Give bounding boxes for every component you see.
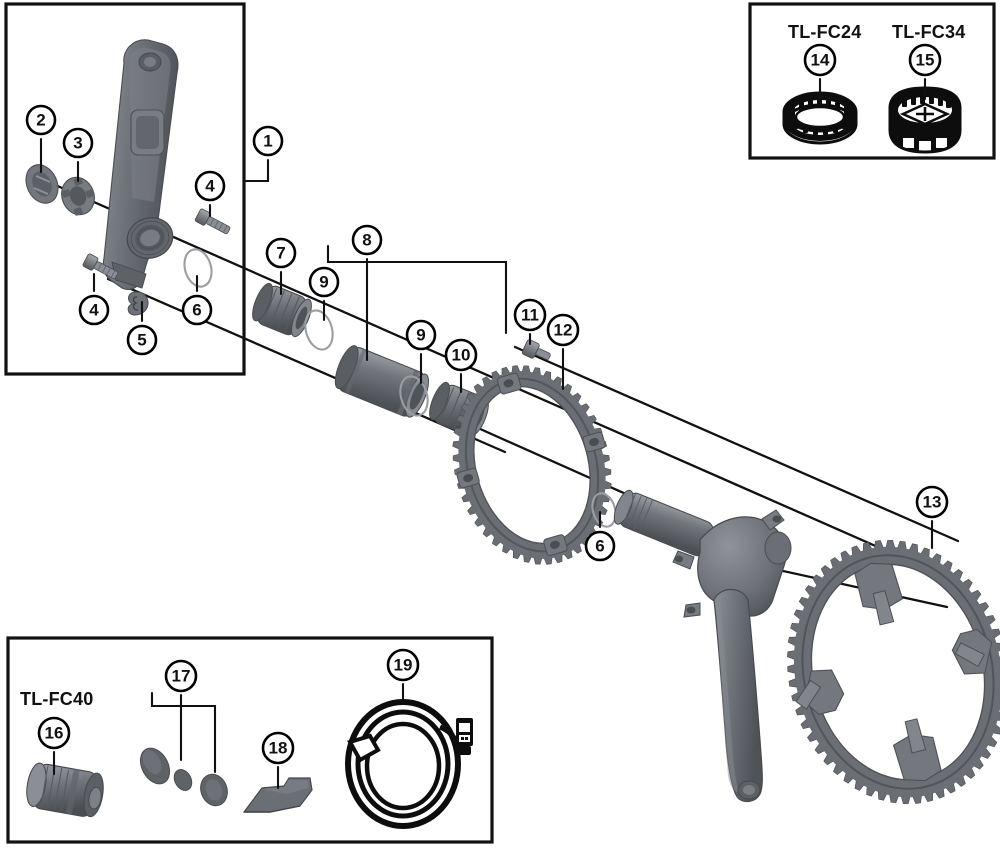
spline-washer xyxy=(61,176,95,216)
callout-4-upper[interactable]: 4 xyxy=(194,170,226,202)
callout-4-lower[interactable]: 4 xyxy=(78,294,110,326)
callout-1-label: 1 xyxy=(263,132,272,151)
rubber-caps xyxy=(139,747,228,807)
callout-9-right[interactable]: 9 xyxy=(405,319,437,351)
o-ring-bb-left xyxy=(304,309,334,351)
callout-18-label: 18 xyxy=(269,739,288,758)
tool-label-tl-fc40: TL-FC40 xyxy=(20,689,93,709)
callout-7-label: 7 xyxy=(276,244,285,263)
callout-4-upper-label: 4 xyxy=(205,177,215,196)
leader-lines xyxy=(39,77,934,790)
callout-6-right-label: 6 xyxy=(595,537,604,556)
cable-clip-icon xyxy=(347,733,381,763)
callout-9-left[interactable]: 9 xyxy=(308,266,340,298)
callout-13-label: 13 xyxy=(923,493,942,512)
callout-17-label: 17 xyxy=(172,667,191,686)
large-chainring xyxy=(786,539,1000,805)
callout-6-right[interactable]: 6 xyxy=(584,530,616,562)
retaining-clip xyxy=(127,291,149,316)
callout-11-label: 11 xyxy=(521,306,539,325)
tool-label-tl-fc24: TL-FC24 xyxy=(788,22,861,42)
callout-10-label: 10 xyxy=(452,346,471,365)
callout-2[interactable]: 2 xyxy=(25,104,57,136)
small-chainring xyxy=(452,365,612,565)
callout-18[interactable]: 18 xyxy=(261,731,295,765)
right-crank-arm-spider xyxy=(613,489,792,803)
left-crank-assembly-box xyxy=(4,2,246,376)
callout-17[interactable]: 17 xyxy=(164,659,198,693)
callout-5[interactable]: 5 xyxy=(126,324,158,356)
tool-tl-fc40-body xyxy=(26,762,104,818)
callout-9-left-label: 9 xyxy=(319,273,328,292)
charging-cable xyxy=(345,699,473,829)
callout-1[interactable]: 1 xyxy=(252,125,284,157)
o-ring-left xyxy=(183,248,213,288)
callout-6-left-label: 6 xyxy=(192,301,201,320)
o-ring-bb-right xyxy=(399,375,429,417)
magnet-plate xyxy=(25,164,59,204)
callout-14[interactable]: 14 xyxy=(803,43,837,77)
usb-connector-icon xyxy=(456,718,473,755)
callout-2-label: 2 xyxy=(36,111,45,130)
callout-16[interactable]: 16 xyxy=(37,716,71,750)
callout-9-right-label: 9 xyxy=(416,326,425,345)
left-crank-arm xyxy=(102,39,179,291)
tool-label-tl-fc34: TL-FC34 xyxy=(892,22,965,42)
callout-12-label: 12 xyxy=(554,321,573,340)
left-bearing-cup xyxy=(252,282,312,338)
o-ring-right xyxy=(591,492,617,528)
callout-14-label: 14 xyxy=(811,51,830,70)
callout-6-left[interactable]: 6 xyxy=(181,294,213,326)
crank-fixing-bolt-upper xyxy=(194,208,231,235)
callout-8[interactable]: 8 xyxy=(351,224,383,256)
callout-12[interactable]: 12 xyxy=(546,313,580,347)
tool-box-top-right xyxy=(748,2,996,160)
callout-8-label: 8 xyxy=(362,231,371,250)
crank-fixing-bolt-lower xyxy=(82,253,119,280)
callout-3-label: 3 xyxy=(73,134,82,153)
callout-16-label: 16 xyxy=(45,724,64,743)
crank-cap-bolt xyxy=(521,339,551,361)
tool-wedge-plate xyxy=(242,777,313,813)
callout-5-label: 5 xyxy=(137,331,146,350)
callout-3[interactable]: 3 xyxy=(62,127,94,159)
callout-19-label: 19 xyxy=(394,656,413,675)
callout-15[interactable]: 15 xyxy=(908,43,942,77)
callout-13[interactable]: 13 xyxy=(915,485,949,519)
tool-box-bottom-left xyxy=(6,636,494,844)
callout-4-lower-label: 4 xyxy=(89,301,99,320)
callout-15-label: 15 xyxy=(916,51,935,70)
callout-7[interactable]: 7 xyxy=(265,237,297,269)
callout-11[interactable]: 11 xyxy=(513,298,547,332)
callout-10[interactable]: 10 xyxy=(444,338,478,372)
callout-19[interactable]: 19 xyxy=(386,648,420,682)
tool-tl-fc34-cap xyxy=(888,86,962,154)
